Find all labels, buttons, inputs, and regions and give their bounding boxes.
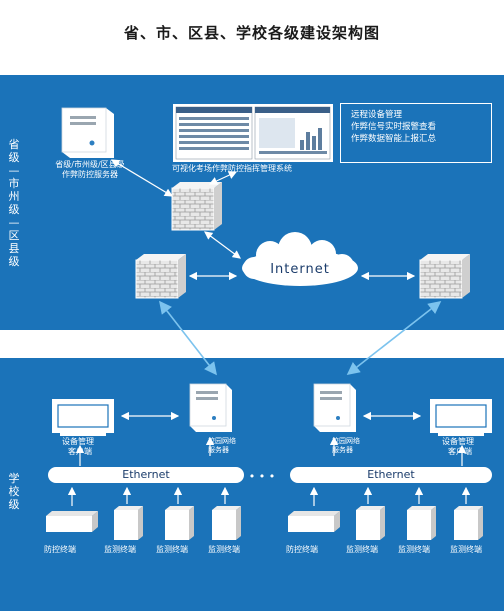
feature-info-box: 远程设备管理 作弊信号实时报警查看 作弊数据智能上报汇总 — [340, 103, 492, 163]
internet-cloud-icon — [242, 232, 358, 286]
school-b-server-label-line-1: 校园网络 — [332, 437, 360, 445]
province-server-label-line-1: 省级/市州级/区县级 — [55, 160, 125, 169]
school-b-terminal-icon-3 — [407, 506, 436, 540]
left-firewall-icon — [135, 254, 186, 299]
link-province-school-b — [346, 301, 442, 375]
right-firewall-icon — [419, 254, 470, 299]
school-b-terminal-icon-4 — [454, 506, 483, 540]
school-a-terminal-icon-2 — [114, 506, 143, 540]
school-b-server-icon — [313, 383, 356, 432]
link-province-school-a — [159, 300, 217, 376]
school-a-terminal-icon-1 — [46, 511, 98, 532]
internet-label: Internet — [270, 262, 330, 277]
province-side-label: 省级—市州级—区县级 — [8, 138, 20, 268]
feature-data-reporting: 作弊数据智能上报汇总 — [351, 134, 437, 144]
link-firewall-internet — [204, 231, 241, 259]
school-b-server-label-line-2: 服务器 — [332, 446, 353, 454]
school-a-server-icon — [189, 383, 232, 432]
monitor-system-label: 可视化考场作弊防控指挥管理系统 — [172, 164, 292, 173]
school-b-ethernet-bar: Ethernet — [290, 467, 492, 483]
feature-realtime-alarm: 作弊信号实时报警查看 — [351, 122, 437, 132]
school-b-client-icon — [430, 399, 492, 436]
school-side-label: 学校级 — [8, 472, 20, 511]
school-a-terminal-label-4: 监测终端 — [208, 545, 240, 554]
province-server-icon — [61, 107, 114, 158]
school-ellipsis: • • • — [249, 470, 275, 483]
school-b-terminal-label-1: 防控终端 — [286, 545, 318, 554]
school-a-client-label: 设备管理 客户端 — [62, 437, 94, 457]
link-server-firewall — [110, 159, 174, 197]
school-a-terminal-label-1: 防控终端 — [44, 545, 76, 554]
province-server-label-line-2: 作弊防控服务器 — [62, 170, 118, 179]
link-firewall-monitor — [208, 171, 238, 185]
school-a-client-label-line-1: 设备管理 — [62, 437, 94, 446]
school-a-server-label-line-2: 服务器 — [208, 446, 229, 454]
school-b-server-label: 校园网络 服务器 — [332, 437, 360, 455]
school-b-client-label: 设备管理 客户端 — [442, 437, 474, 457]
page-title: 省、市、区县、学校各级建设架构图 — [123, 24, 380, 42]
school-a-server-label: 校园网络 服务器 — [208, 437, 236, 455]
central-firewall-icon — [171, 182, 222, 231]
school-a-terminal-label-3: 监测终端 — [156, 545, 188, 554]
school-a-client-icon — [52, 399, 114, 436]
school-b-terminal-label-4: 监测终端 — [450, 545, 482, 554]
school-a-ethernet-bar: Ethernet — [48, 467, 244, 483]
school-a-client-label-line-2: 客户端 — [68, 447, 92, 456]
school-a-server-label-line-1: 校园网络 — [208, 437, 236, 445]
school-b-client-label-line-1: 设备管理 — [442, 437, 474, 446]
school-b-terminal-icon-1 — [288, 511, 340, 532]
school-a-terminal-icon-3 — [165, 506, 194, 540]
school-a-terminal-label-2: 监测终端 — [104, 545, 136, 554]
school-b-terminal-label-2: 监测终端 — [346, 545, 378, 554]
school-b-terminal-label-3: 监测终端 — [398, 545, 430, 554]
feature-remote-management: 远程设备管理 — [351, 110, 403, 120]
school-a-terminal-icon-4 — [212, 506, 241, 540]
school-b-client-label-line-2: 客户端 — [448, 447, 472, 456]
province-server-label: 省级/市州级/区县级 作弊防控服务器 — [42, 160, 138, 180]
monitor-system-icon — [173, 104, 333, 162]
school-b-terminal-icon-2 — [356, 506, 385, 540]
